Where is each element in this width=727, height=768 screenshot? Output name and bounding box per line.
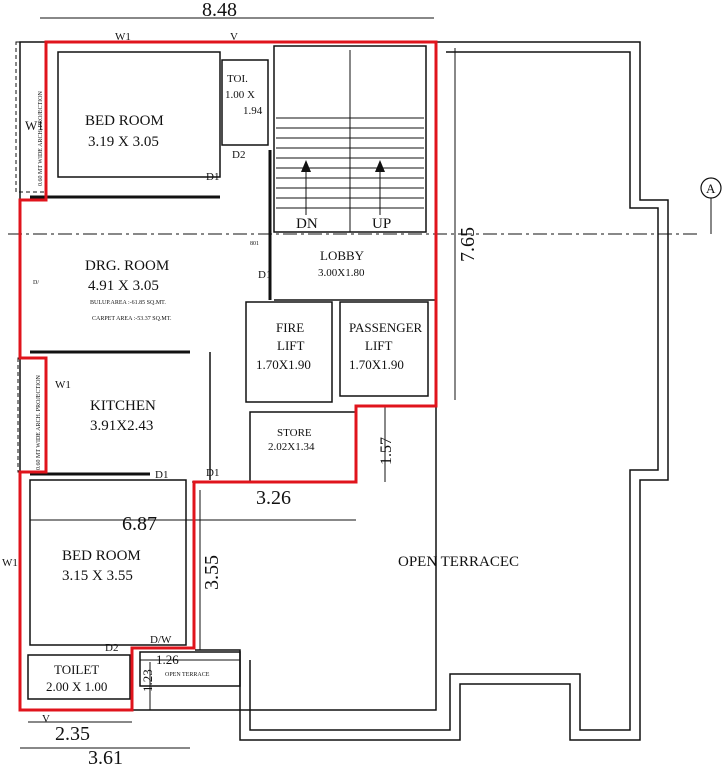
vent-top: V <box>230 31 238 43</box>
bedroom2-wall <box>29 479 187 646</box>
toilet2-name: TOILET <box>54 662 99 677</box>
store-size: 2.02X1.34 <box>268 441 315 453</box>
bedroom2-name: BED ROOM <box>62 548 141 564</box>
unit-boundary <box>18 40 438 712</box>
passenger-lift-size: 1.70X1.90 <box>349 357 404 372</box>
fire-lift-wall <box>245 301 333 403</box>
door-dw: D/W <box>150 634 172 646</box>
stair-down-label: DN <box>296 216 318 232</box>
toilet1-size-a: 1.00 X <box>225 89 255 101</box>
dim-top-width: 8.48 <box>202 0 237 21</box>
dim-open-terrace-height: 1.23 <box>140 669 155 692</box>
grid-axis-label: A <box>706 181 716 196</box>
toilet1-wall <box>221 59 269 146</box>
bedroom2-size: 3.15 X 3.55 <box>62 568 133 584</box>
window-w1-left: W1 <box>25 118 44 133</box>
passenger-lift-name-a: PASSENGER <box>349 320 423 335</box>
lower-projection-label: 0.60 MT WIDE ARCH. PROJECTION <box>36 375 42 470</box>
lobby-size: 3.00X1.80 <box>318 267 365 279</box>
small-terrace-name: OPEN TERRACE <box>165 672 210 678</box>
door-d2-bed2: D2 <box>105 642 118 654</box>
passenger-lift-name-b: LIFT <box>365 338 393 353</box>
outer-wall <box>19 41 437 711</box>
code-801: 801 <box>250 241 259 247</box>
kitchen-name: KITCHEN <box>90 398 156 414</box>
fire-lift-name-a: FIRE <box>276 320 304 335</box>
carpet-area: CARPET AREA :-53.37 SQ.MT. <box>92 316 172 322</box>
bedroom1-name: BED ROOM <box>85 113 164 129</box>
dim-open-terrace-width: 1.26 <box>156 652 179 667</box>
door-d1-kitchen: D1 <box>155 469 168 481</box>
window-w1-top: W1 <box>115 31 131 43</box>
stair-up-label: UP <box>372 216 391 232</box>
bedroom1-wall <box>57 51 221 178</box>
fire-lift-name-b: LIFT <box>277 338 305 353</box>
door-d1-lobby: D1 <box>258 269 271 281</box>
window-w1-kitchen: W1 <box>55 379 71 391</box>
walls <box>19 41 437 711</box>
toilet1-name: TOI. <box>227 73 248 85</box>
bedroom1-size: 3.19 X 3.05 <box>88 134 159 150</box>
small-terrace-wall <box>139 651 241 687</box>
door-d2-top: D2 <box>232 149 245 161</box>
toilet1-size-b: 1.94 <box>243 105 263 117</box>
window-w1-bed2: W1 <box>2 557 18 569</box>
stair-treads <box>276 117 424 209</box>
stair-dn-arrowhead <box>301 160 311 172</box>
terrace-outline <box>195 41 669 741</box>
dim-lobby-height: 7.65 <box>457 227 479 262</box>
dim-store-height: 1.57 <box>378 437 395 465</box>
door-d1-bed1: D1 <box>206 171 219 183</box>
drg-room-name: DRG. ROOM <box>85 258 169 274</box>
lobby-name: LOBBY <box>320 248 365 263</box>
passenger-lift-wall <box>339 301 429 397</box>
dim-left-width: 6.87 <box>122 513 157 535</box>
vent-bottom: V <box>42 713 50 725</box>
dim-bottom-width: 3.61 <box>88 747 123 768</box>
terrace-outline-inner <box>249 51 659 731</box>
stair-up-arrowhead <box>375 160 385 172</box>
drg-room-size: 4.91 X 3.05 <box>88 278 159 294</box>
store-name: STORE <box>277 427 312 439</box>
kitchen-size: 3.91X2.43 <box>90 418 153 434</box>
fire-lift-size: 1.70X1.90 <box>256 357 311 372</box>
toilet2-size: 2.00 X 1.00 <box>46 679 107 694</box>
door-d-drg: D/ <box>33 280 39 286</box>
dim-bed2-height: 3.55 <box>201 555 223 590</box>
dim-toilet-width: 2.35 <box>55 723 90 745</box>
upper-projection-label: 0.60 MT WIDE ARCH. PROJECTION <box>38 91 44 186</box>
dim-store-width: 3.26 <box>256 487 291 509</box>
open-terrace-name: OPEN TERRACEC <box>398 554 519 570</box>
door-d1-store: D1 <box>206 467 219 479</box>
toilet2-wall <box>27 654 131 700</box>
buildup-area: BULUP.AREA :-61.85 SQ.MT. <box>90 300 166 306</box>
